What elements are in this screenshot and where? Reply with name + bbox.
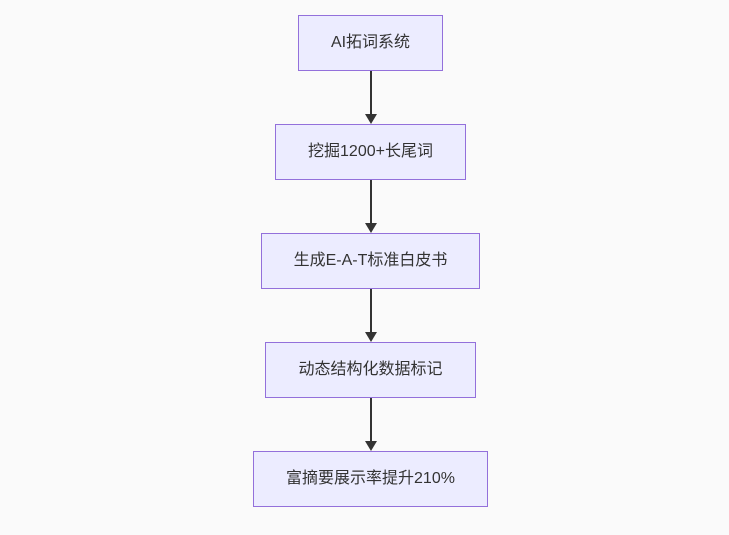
flowchart-column: AI拓词系统 挖掘1200+长尾词 生成E-A-T标准白皮书 动态结构化数据标记 bbox=[6, 15, 729, 507]
arrowhead-down-icon bbox=[364, 441, 377, 451]
flowchart-node-rich-snippet-result: 富摘要展示率提升210% bbox=[253, 451, 488, 507]
node-label: 动态结构化数据标记 bbox=[298, 361, 443, 378]
node-label: 富摘要展示率提升210% bbox=[286, 470, 455, 487]
flow-arrow-3 bbox=[364, 289, 377, 342]
arrow-line bbox=[369, 289, 372, 332]
arrow-line bbox=[369, 180, 372, 223]
arrow-line bbox=[369, 71, 372, 114]
node-label: AI拓词系统 bbox=[330, 34, 411, 51]
arrowhead-down-icon bbox=[364, 114, 377, 124]
flowchart-node-structured-data: 动态结构化数据标记 bbox=[265, 342, 476, 398]
flowchart-node-eat-whitepaper: 生成E-A-T标准白皮书 bbox=[260, 233, 481, 289]
node-label: 生成E-A-T标准白皮书 bbox=[293, 252, 448, 269]
flowchart-node-longtail-words: 挖掘1200+长尾词 bbox=[275, 124, 466, 180]
flowchart-node-ai-system: AI拓词系统 bbox=[297, 15, 444, 71]
flow-arrow-2 bbox=[364, 180, 377, 233]
arrow-line bbox=[369, 398, 372, 441]
node-label: 挖掘1200+长尾词 bbox=[308, 143, 433, 160]
arrowhead-down-icon bbox=[364, 223, 377, 233]
flow-arrow-1 bbox=[364, 71, 377, 124]
flow-arrow-4 bbox=[364, 398, 377, 451]
arrowhead-down-icon bbox=[364, 332, 377, 342]
